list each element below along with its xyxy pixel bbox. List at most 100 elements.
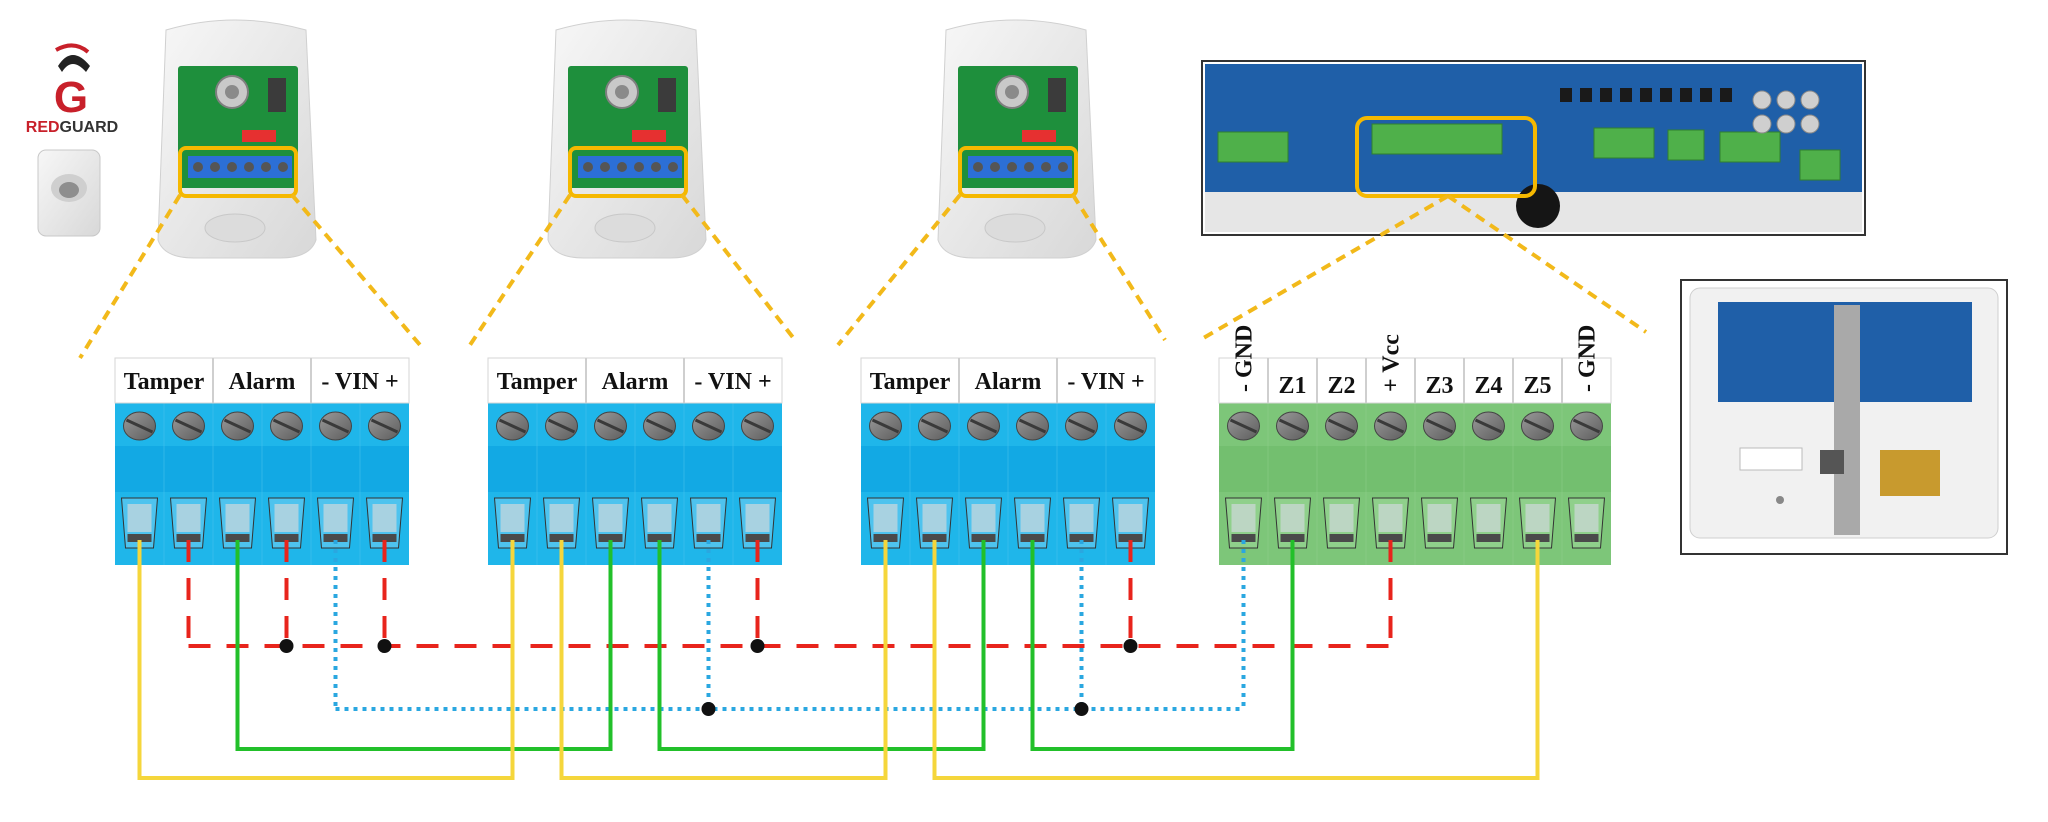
wire-slot [689,497,728,549]
terminal-label: Z3 [1425,373,1453,399]
terminal-label: - VIN + [1067,369,1144,395]
terminal-label: Z4 [1474,373,1502,399]
wire-slot [542,497,581,549]
terminal-label: - VIN + [321,369,398,395]
sensor-pcb-image: PIR sensor board [157,19,317,259]
terminal-screw [123,411,156,441]
terminal-label: Alarm [229,369,296,395]
wire-slot [1013,497,1052,549]
sensor-terminal-block: Tamper Alarm - VIN + [114,357,410,565]
terminal-screw [545,411,578,441]
terminal-screw [594,411,627,441]
terminal-screw [1114,411,1147,441]
spartan-helmet-icon [55,43,90,72]
terminal-screw [643,411,676,441]
terminal-screw [1472,411,1505,441]
terminal-screw [368,411,401,441]
terminal-screw [1374,411,1407,441]
terminal-screw [221,411,254,441]
tamper-wire [932,540,1540,780]
wire-slot [493,497,532,549]
terminal-screw [496,411,529,441]
brand-name-red: RED [26,119,60,136]
terminal-screw [1423,411,1456,441]
wire-slot [591,497,630,549]
terminal-label: Tamper [870,369,951,395]
zoom-line [1446,194,1648,334]
terminal-label: Tamper [124,369,205,395]
terminal-label: Alarm [602,369,669,395]
wire-slot [915,497,954,549]
terminal-screw [270,411,303,441]
wire-slot [1567,497,1606,549]
wire-slot [1322,497,1361,549]
zoom-line [1071,193,1167,342]
terminal-label: Alarm [975,369,1042,395]
highlight-box [958,146,1078,198]
terminal-screw [1325,411,1358,441]
junction-dot [279,639,294,653]
terminal-screw [967,411,1000,441]
terminal-label: Z1 [1278,373,1306,399]
terminal-label: + Vcc [1379,334,1405,392]
wire-slot [120,497,159,549]
panel-enclosure-image: control panel enclosure [1680,279,2008,555]
wire-slot [738,497,777,549]
terminal-screw [1016,411,1049,441]
wire-slot [1062,497,1101,549]
sensor-terminal-block: Tamper Alarm - VIN + [860,357,1156,565]
wire-slot [1273,497,1312,549]
junction-dot [750,639,765,653]
junction-dot [701,702,716,716]
zoom-line [1198,194,1450,342]
terminal-screw [692,411,725,441]
wire-slot [365,497,404,549]
terminal-screw [1521,411,1554,441]
terminal-screw [918,411,951,441]
terminal-screw [1065,411,1098,441]
terminal-screw [869,411,902,441]
tamper-wire [137,540,515,780]
zoom-line [468,193,572,347]
wire-slot [866,497,905,549]
junction-dot [1074,702,1089,716]
terminal-label: Tamper [497,369,578,395]
highlight-box [568,146,688,198]
terminal-screw [319,411,352,441]
wire-slot [1111,497,1150,549]
zoom-line [78,193,182,360]
wire-slot [169,497,208,549]
terminal-label: Z5 [1523,373,1551,399]
terminal-label: Z2 [1327,373,1355,399]
wire-slot [1224,497,1263,549]
terminal-screw [1227,411,1260,441]
tamper-wire [559,540,888,780]
terminal-screw [1276,411,1309,441]
wire-slot [1371,497,1410,549]
zoom-line [680,193,797,342]
brand-name-dark: GUARD [60,119,119,136]
junction-dot [377,639,392,653]
alarm-wire [657,540,986,751]
terminal-label: - GND [1575,325,1601,392]
wire-slot [1469,497,1508,549]
zoom-line [836,193,962,347]
wire-slot [316,497,355,549]
highlight-box [178,146,298,198]
small-detector-image [37,149,101,237]
panel-board-image: control panel board [1201,60,1866,236]
wire-slot [267,497,306,549]
terminal-label: - GND [1232,325,1258,392]
wire-slot [1518,497,1557,549]
brand-name: REDGUARD [26,119,118,136]
wire-slot [964,497,1003,549]
logo-letter: G [54,73,88,122]
sensor-pcb-image: PIR sensor board [547,19,707,259]
wire-slot [218,497,257,549]
terminal-screw [741,411,774,441]
alarm-wire [1030,540,1295,751]
